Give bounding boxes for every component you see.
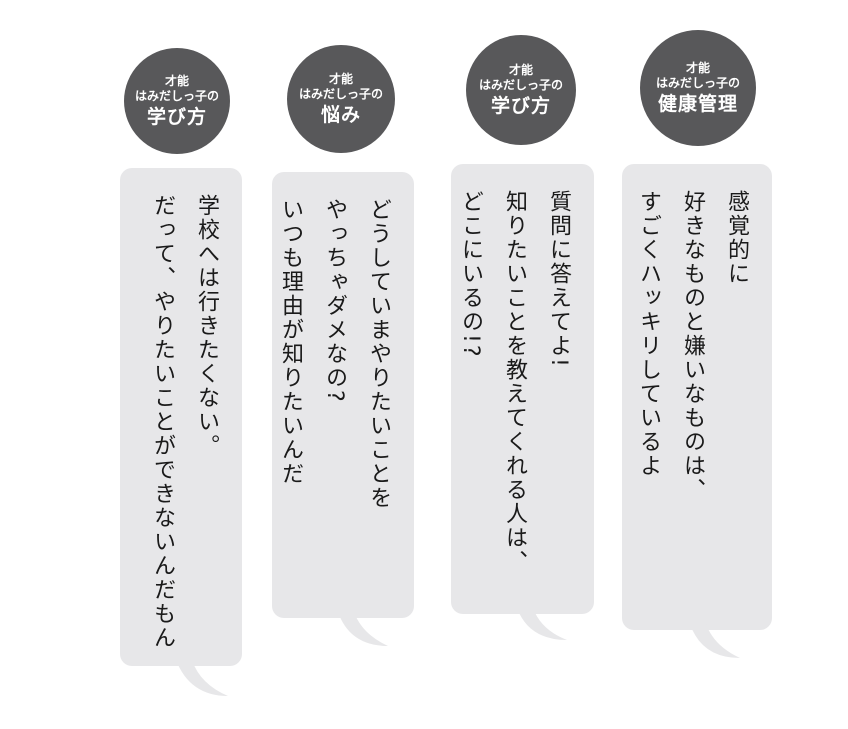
badge-line2: はみだしっ子の — [655, 75, 740, 90]
text-line: 好きなものと嫌いなものは、 — [680, 190, 705, 502]
badge-title: 悩み — [320, 103, 361, 126]
badge-line1: 才能 — [508, 62, 533, 77]
speech-bubble: 感覚的に 好きなものと嫌いなものは、 すごくハッキリしているよ — [622, 164, 772, 630]
badge-line2: はみだしっ子の — [478, 77, 563, 92]
text-line: どこにいるの!? — [458, 190, 483, 359]
speech-bubble-tail — [684, 624, 740, 658]
bubble-text: どうしていまやりたいことを やっちゃダメなの? いつも理由が知りたいんだ — [268, 198, 400, 510]
speech-bubble-tail — [170, 660, 228, 696]
speech-bubble: どうしていまやりたいことを やっちゃダメなの? いつも理由が知りたいんだ — [272, 172, 414, 618]
bubble-text: 質問に答えてよ! 知りたいことを教えてくれる人は、 どこにいるの!? — [448, 190, 580, 574]
speech-bubble-tail — [332, 612, 388, 646]
badge-line1: 才能 — [164, 73, 189, 88]
category-badge: 才能 はみだしっ子の 学び方 — [466, 35, 576, 145]
speech-bubble: 学校へは行きたくない。 だって、やりたいことができないんだもん — [120, 168, 242, 666]
text-line: どうしていまやりたいことを — [366, 198, 391, 510]
badge-title: 健康管理 — [657, 92, 738, 115]
badge-line2: はみだしっ子の — [134, 88, 219, 103]
speech-bubble: 質問に答えてよ! 知りたいことを教えてくれる人は、 どこにいるの!? — [451, 164, 594, 614]
badge-line1: 才能 — [685, 60, 710, 75]
text-line: だって、やりたいことができないんだもん — [150, 194, 175, 650]
bubble-text: 学校へは行きたくない。 だって、やりたいことができないんだもん — [140, 194, 228, 650]
text-line: すごくハッキリしているよ — [636, 190, 661, 478]
text-line: 質問に答えてよ! — [546, 190, 571, 369]
badge-title: 学び方 — [490, 94, 551, 117]
category-badge: 才能 はみだしっ子の 悩み — [287, 45, 395, 153]
speech-bubble-tail — [511, 608, 567, 640]
text-line: 感覚的に — [724, 190, 749, 286]
text-line: いつも理由が知りたいんだ — [278, 198, 303, 486]
category-badge: 才能 はみだしっ子の 健康管理 — [640, 30, 756, 146]
text-line: 学校へは行きたくない。 — [194, 194, 219, 458]
badge-line1: 才能 — [328, 71, 353, 86]
text-line: 知りたいことを教えてくれる人は、 — [502, 190, 527, 574]
badge-line2: はみだしっ子の — [298, 86, 383, 101]
category-badge: 才能 はみだしっ子の 学び方 — [124, 48, 230, 154]
bubble-text: 感覚的に 好きなものと嫌いなものは、 すごくハッキリしているよ — [626, 190, 758, 502]
text-line: やっちゃダメなの? — [322, 198, 347, 404]
badge-title: 学び方 — [146, 105, 207, 128]
